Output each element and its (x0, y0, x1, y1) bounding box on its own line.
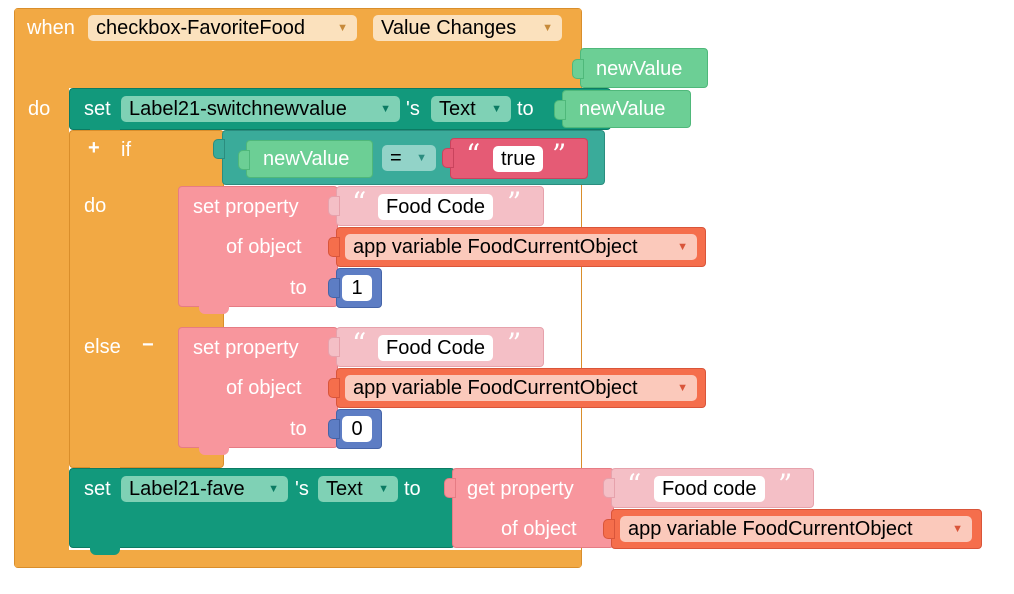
property-name-true-field[interactable]: Food Code (378, 194, 493, 220)
object-true-label: app variable FoodCurrentObject (353, 236, 638, 258)
set-property-true-label: set property (193, 196, 299, 218)
close-quote-icon: ” (552, 138, 567, 171)
get-property-name-notch (603, 478, 615, 498)
event-do-label: do (28, 98, 51, 120)
else-minus-icon[interactable]: − (142, 334, 154, 356)
open-quote-icon: “ (352, 327, 367, 360)
set-fave-property-dropdown[interactable]: Text ▼ (318, 476, 398, 502)
get-property-block[interactable] (452, 468, 614, 548)
set-property-false-label: set property (193, 337, 299, 359)
dropdown-arrow-icon: ▼ (416, 152, 427, 164)
set-switch-property-label: Text (439, 98, 476, 120)
set-fave-component-dropdown[interactable]: Label21-fave ▼ (121, 476, 288, 502)
set-fave-tab (90, 547, 120, 555)
component-dropdown-label: checkbox-FavoriteFood (96, 17, 305, 39)
dropdown-arrow-icon: ▼ (380, 103, 391, 115)
close-quote-icon: ” (507, 186, 522, 219)
if-do-label: do (84, 195, 107, 217)
compare-operator-label: = (390, 147, 402, 169)
value-notch (554, 100, 566, 120)
dropdown-arrow-icon: ▼ (542, 22, 553, 34)
event-param-block[interactable] (580, 48, 708, 88)
set-property-true-tab (199, 306, 229, 314)
set-switch-value-block[interactable] (562, 90, 691, 128)
set-switch-set-label: set (84, 98, 111, 120)
event-dropdown[interactable]: Value Changes ▼ (373, 15, 562, 41)
component-dropdown-checkbox[interactable]: checkbox-FavoriteFood ▼ (88, 15, 357, 41)
value-false-notch (328, 419, 340, 439)
dropdown-arrow-icon: ▼ (268, 483, 279, 495)
compare-right-notch (442, 148, 454, 168)
get-property-name-field[interactable]: Food code (654, 476, 765, 502)
object-true-dropdown[interactable]: app variable FoodCurrentObject ▼ (345, 234, 697, 260)
set-property-false-to-label: to (290, 418, 307, 440)
set-fave-to-label: to (404, 478, 421, 500)
event-param-label: newValue (596, 58, 683, 80)
get-property-label: get property (467, 478, 574, 500)
open-quote-icon: “ (352, 186, 367, 219)
get-object-label: app variable FoodCurrentObject (628, 518, 913, 540)
else-label: else (84, 336, 121, 358)
set-property-true-to-label: to (290, 277, 307, 299)
object-false-label: app variable FoodCurrentObject (353, 377, 638, 399)
when-label: when (27, 17, 75, 39)
property-name-false-notch (328, 337, 340, 357)
get-property-notch (444, 478, 456, 498)
close-quote-icon: ” (507, 327, 522, 360)
value-true-notch (328, 278, 340, 298)
set-fave-property-label: Text (326, 478, 363, 500)
set-fave-component-label: Label21-fave (129, 478, 245, 500)
set-property-true-of-object-label: of object (226, 236, 302, 258)
set-property-true-block[interactable] (178, 186, 338, 307)
compare-operator-dropdown[interactable]: = ▼ (382, 145, 436, 171)
event-bottom-bar (15, 550, 581, 567)
set-fave-possessive-label: 's (295, 478, 309, 500)
set-fave-set-label: set (84, 478, 111, 500)
property-name-true-notch (328, 196, 340, 216)
dropdown-arrow-icon: ▼ (677, 241, 688, 253)
object-false-dropdown[interactable]: app variable FoodCurrentObject ▼ (345, 375, 697, 401)
set-switch-possessive-label: 's (406, 98, 420, 120)
set-property-false-of-object-label: of object (226, 377, 302, 399)
event-dropdown-label: Value Changes (381, 17, 517, 39)
value-true-field[interactable]: 1 (342, 275, 372, 301)
value-false-field[interactable]: 0 (342, 416, 372, 442)
property-name-false-field[interactable]: Food Code (378, 335, 493, 361)
set-property-false-block[interactable] (178, 327, 338, 448)
object-true-notch (328, 237, 340, 257)
dropdown-arrow-icon: ▼ (677, 382, 688, 394)
if-plus-icon[interactable]: + (88, 137, 100, 159)
compare-left-label: newValue (263, 148, 350, 170)
param-notch (572, 59, 584, 79)
set-property-false-tab (199, 447, 229, 455)
compare-left-notch (238, 150, 250, 170)
get-object-dropdown[interactable]: app variable FoodCurrentObject ▼ (620, 516, 972, 542)
set-switch-to-label: to (517, 98, 534, 120)
set-switch-component-dropdown[interactable]: Label21-switchnewvalue ▼ (121, 96, 400, 122)
if-label: if (121, 139, 131, 161)
get-object-notch (603, 519, 615, 539)
dropdown-arrow-icon: ▼ (952, 523, 963, 535)
dropdown-arrow-icon: ▼ (337, 22, 348, 34)
set-switch-property-dropdown[interactable]: Text ▼ (431, 96, 511, 122)
compare-right-string-field[interactable]: true (493, 146, 544, 172)
object-false-notch (328, 378, 340, 398)
set-switch-value-label: newValue (579, 98, 666, 120)
close-quote-icon: ” (778, 468, 793, 501)
get-property-of-object-label: of object (501, 518, 577, 540)
dropdown-arrow-icon: ▼ (491, 103, 502, 115)
open-quote-icon: “ (627, 468, 642, 501)
open-quote-icon: “ (466, 138, 481, 171)
compare-left-block[interactable] (246, 140, 373, 178)
dropdown-arrow-icon: ▼ (378, 483, 389, 495)
set-switch-component-label: Label21-switchnewvalue (129, 98, 347, 120)
compare-notch (213, 139, 225, 159)
